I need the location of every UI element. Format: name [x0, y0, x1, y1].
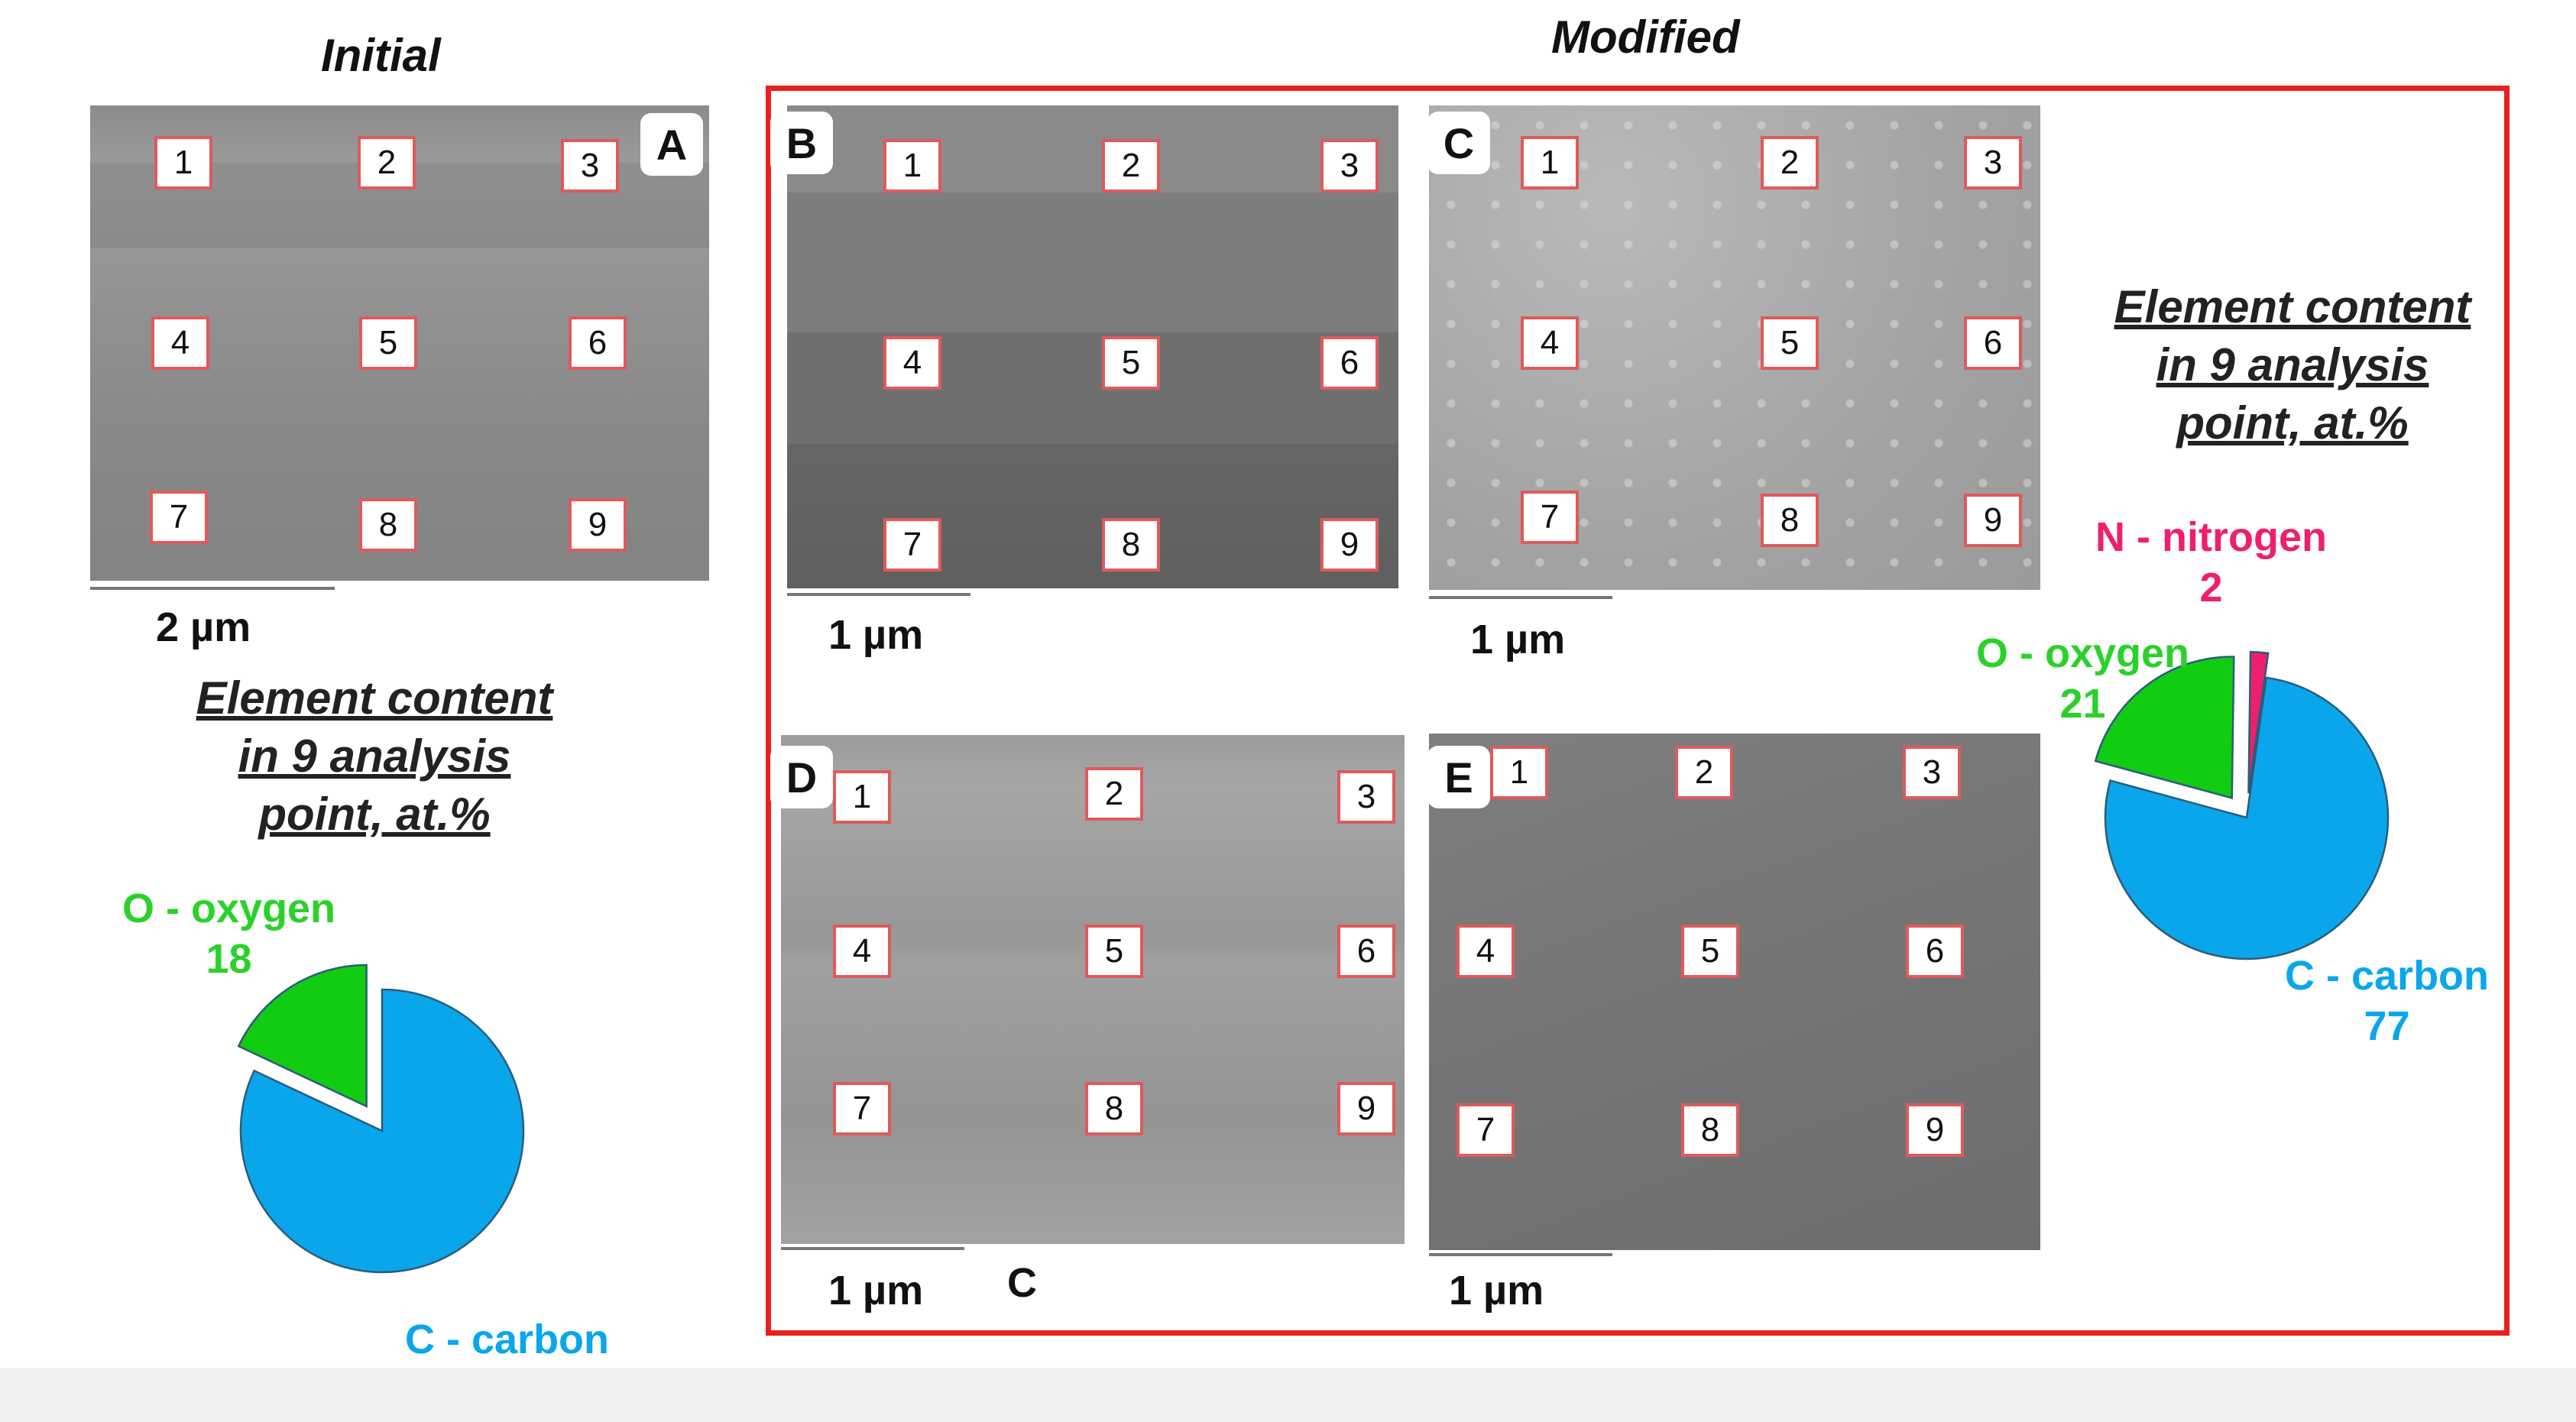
- analysis-point-a-3: 3: [561, 139, 619, 193]
- analysis-point-d-4: 4: [833, 925, 891, 978]
- scale-bar-e: [1429, 1253, 1612, 1256]
- analysis-point-a-9: 9: [569, 498, 627, 552]
- analysis-point-e-1: 1: [1490, 746, 1548, 799]
- ec-title-line-3: point, at.%: [258, 789, 491, 840]
- pie-slice-carbon: [2104, 676, 2390, 960]
- scale-bar-c: [1429, 596, 1612, 599]
- analysis-point-e-8: 8: [1681, 1103, 1739, 1157]
- heading-modified: Modified: [1551, 11, 1740, 63]
- pie-label-modified-carbon: C - carbon 77: [2285, 951, 2489, 1051]
- analysis-point-b-7: 7: [883, 518, 941, 572]
- pie-label-value: 18: [206, 936, 252, 982]
- pie-slice-oxygen: [2094, 656, 2235, 800]
- analysis-point-c-8: 8: [1761, 494, 1819, 547]
- analysis-point-d-9: 9: [1337, 1082, 1395, 1135]
- ec-title-line-1: Element content: [196, 672, 553, 724]
- panel-d-extra-label: C: [1007, 1260, 1037, 1306]
- analysis-point-a-8: 8: [359, 498, 417, 552]
- analysis-point-c-2: 2: [1761, 136, 1819, 189]
- analysis-point-d-6: 6: [1337, 925, 1395, 978]
- analysis-point-a-5: 5: [359, 316, 417, 370]
- analysis-point-e-5: 5: [1681, 925, 1739, 978]
- analysis-point-d-2: 2: [1085, 767, 1143, 821]
- analysis-point-e-9: 9: [1906, 1103, 1964, 1157]
- analysis-point-d-3: 3: [1337, 770, 1395, 824]
- analysis-point-a-7: 7: [150, 491, 208, 544]
- analysis-point-c-9: 9: [1964, 494, 2022, 547]
- scale-bar-a: [90, 587, 335, 590]
- analysis-point-e-3: 3: [1903, 746, 1961, 799]
- analysis-point-e-4: 4: [1456, 925, 1515, 978]
- pie-label-name: O - oxygen: [1976, 630, 2190, 676]
- analysis-point-e-2: 2: [1675, 746, 1733, 799]
- pie-chart-initial: [237, 964, 525, 1274]
- element-content-title-modified: Element content in 9 analysis point, at.…: [2063, 278, 2522, 452]
- sem-panel-e: [1429, 734, 2040, 1250]
- analysis-point-a-4: 4: [151, 316, 209, 370]
- analysis-point-b-8: 8: [1102, 518, 1160, 572]
- pie-label-name: C - carbon: [2285, 953, 2490, 999]
- scale-bar-d: [781, 1247, 964, 1250]
- analysis-point-d-5: 5: [1085, 925, 1143, 978]
- pie-label-modified-oxygen: O - oxygen 21: [1976, 628, 2189, 729]
- panel-letter-a: A: [640, 113, 703, 176]
- pie-slice-nitrogen: [2247, 650, 2270, 794]
- pie-slice-carbon: [239, 988, 525, 1274]
- heading-initial: Initial: [321, 30, 441, 81]
- scale-label-b: 1 µm: [828, 612, 924, 658]
- sem-panel-b: [787, 105, 1398, 588]
- analysis-point-c-7: 7: [1521, 491, 1579, 544]
- ec-title-line-2: in 9 analysis: [238, 730, 511, 782]
- analysis-point-e-7: 7: [1456, 1103, 1515, 1157]
- analysis-point-c-4: 4: [1521, 316, 1579, 370]
- scale-bar-b: [787, 593, 970, 596]
- ec-title-line-3: point, at.%: [2176, 397, 2409, 449]
- pie-label-initial-oxygen: O - oxygen 18: [122, 883, 335, 984]
- analysis-point-c-6: 6: [1964, 316, 2022, 370]
- pie-label-value: 2: [2199, 565, 2223, 611]
- ec-title-line-2: in 9 analysis: [2156, 339, 2429, 390]
- analysis-point-d-1: 1: [833, 770, 891, 824]
- bottom-strip: [0, 1368, 2576, 1422]
- pie-label-value: 21: [2059, 681, 2106, 727]
- scale-label-a: 2 µm: [156, 604, 251, 650]
- panel-letter-b: B: [770, 112, 833, 174]
- pie-slice-oxygen: [237, 964, 368, 1108]
- pie-label-modified-nitrogen: N - nitrogen 2: [2095, 512, 2327, 613]
- scale-label-d: 1 µm: [828, 1268, 924, 1313]
- panel-letter-d: D: [770, 746, 833, 808]
- analysis-point-c-1: 1: [1521, 136, 1579, 189]
- analysis-point-b-1: 1: [883, 139, 941, 193]
- pie-label-name: N - nitrogen: [2095, 514, 2327, 560]
- panel-letter-e: E: [1427, 746, 1490, 808]
- analysis-point-b-4: 4: [883, 336, 941, 390]
- analysis-point-d-8: 8: [1085, 1082, 1143, 1135]
- analysis-point-c-5: 5: [1761, 316, 1819, 370]
- analysis-point-d-7: 7: [833, 1082, 891, 1135]
- analysis-point-b-6: 6: [1320, 336, 1379, 390]
- analysis-point-a-2: 2: [358, 136, 416, 189]
- analysis-point-b-3: 3: [1320, 139, 1379, 193]
- analysis-point-c-3: 3: [1964, 136, 2022, 189]
- element-content-title-initial: Element content in 9 analysis point, at.…: [145, 669, 604, 844]
- ec-title-line-1: Element content: [2114, 281, 2471, 332]
- pie-chart-modified: [2094, 650, 2390, 960]
- scale-label-c: 1 µm: [1470, 617, 1566, 662]
- modified-frame: [766, 86, 2510, 1336]
- analysis-point-b-2: 2: [1102, 139, 1160, 193]
- pie-label-name: O - oxygen: [122, 886, 336, 931]
- analysis-point-b-5: 5: [1102, 336, 1160, 390]
- scale-label-e: 1 µm: [1449, 1268, 1544, 1313]
- panel-letter-c: C: [1427, 112, 1490, 174]
- pie-label-name: C - carbon: [405, 1317, 610, 1362]
- analysis-point-a-1: 1: [154, 136, 212, 189]
- pie-label-value: 77: [2364, 1003, 2410, 1049]
- analysis-point-e-6: 6: [1906, 925, 1964, 978]
- analysis-point-b-9: 9: [1320, 518, 1379, 572]
- analysis-point-a-6: 6: [569, 316, 627, 370]
